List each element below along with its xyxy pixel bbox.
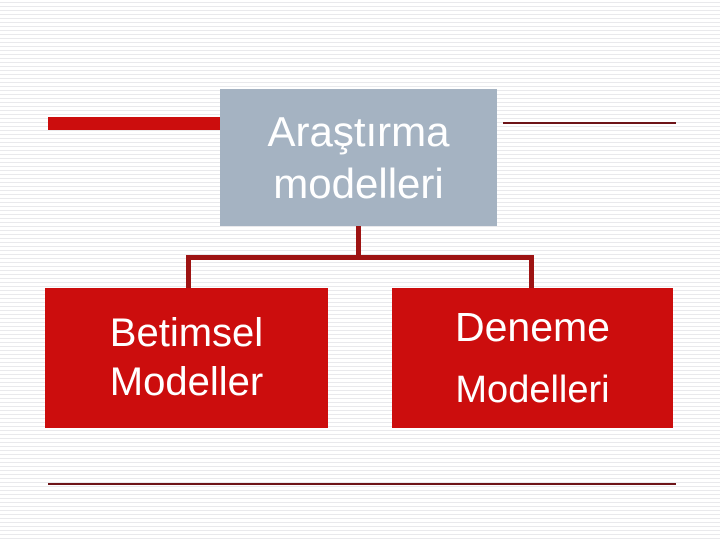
descriptive-node-line-2: Modeller [109, 360, 264, 404]
connector-drop-left [186, 255, 191, 290]
connector-horizontal-bar [186, 255, 534, 260]
diagram-root-node: Araştırma modelleri [220, 89, 497, 226]
descriptive-node-line-1: Betimsel [109, 311, 264, 355]
connector-stem [356, 226, 361, 259]
experimental-node-line-2: Modelleri [455, 368, 610, 411]
footer-rule [48, 483, 676, 485]
diagram-node-descriptive: Betimsel Modeller [45, 288, 328, 428]
connector-drop-right [529, 255, 534, 290]
diagram-node-experimental: Deneme Modelleri [392, 288, 673, 428]
root-node-line-2: modelleri [273, 159, 444, 207]
experimental-node-line-1: Deneme [455, 304, 610, 351]
title-rule-right [503, 122, 676, 124]
title-rule-left [48, 117, 220, 130]
root-node-line-1: Araştırma [267, 107, 450, 155]
